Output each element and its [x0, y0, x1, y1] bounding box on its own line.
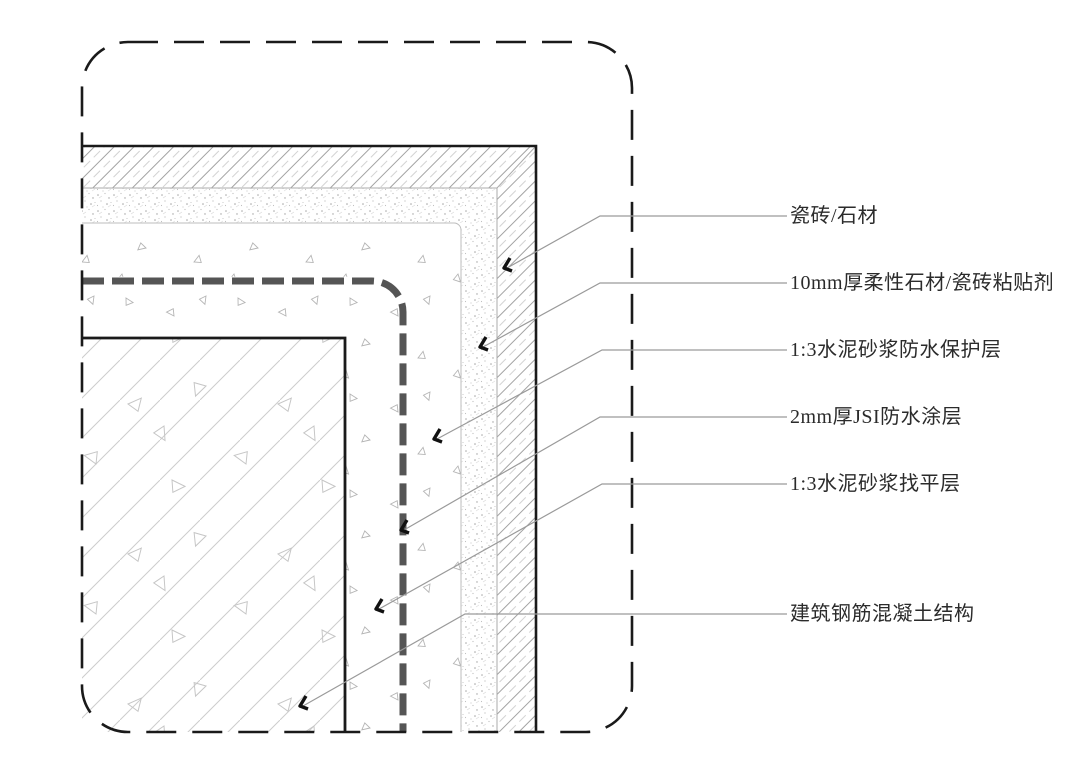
- leader-arrow-icon: [502, 257, 513, 273]
- leader-line-protection: [436, 349, 787, 440]
- leader-line-concrete: [302, 613, 787, 707]
- callout-label-adhesive: 10mm厚柔性石材/瓷砖粘贴剂: [790, 272, 1055, 294]
- mortar-layers-region: [82, 223, 461, 732]
- jsi-membrane-dashed-line: [82, 277, 407, 732]
- leader-line-tile: [506, 215, 787, 269]
- leader-line-jsi: [403, 416, 787, 531]
- leader-arrow-icon: [298, 695, 309, 711]
- adhesive-inner-boundary-line: [82, 222, 462, 732]
- leader-line-leveling: [378, 483, 787, 610]
- callout-label-concrete-structure: 建筑钢筋混凝土结构: [790, 603, 975, 625]
- cut-boundary-dashed-border: [80, 40, 634, 734]
- concrete-structure-texture: [82, 338, 345, 732]
- callout-label-jsi-coating: 2mm厚JSI防水涂层: [790, 406, 963, 428]
- leader-line-adhesive: [482, 282, 787, 348]
- callout-label-protection-layer: 1:3水泥砂浆防水保护层: [790, 339, 1002, 361]
- concrete-edge-line: [82, 336, 347, 732]
- tile-outer-edge-line: [82, 144, 538, 732]
- leader-arrow-icon: [374, 598, 385, 614]
- leader-arrow-icon: [432, 428, 443, 444]
- callout-label-leveling-layer: 1:3水泥砂浆找平层: [790, 473, 961, 495]
- tile-corner-miter-line: [496, 145, 537, 189]
- callout-label-tile-stone: 瓷砖/石材: [790, 205, 879, 227]
- leader-arrow-icon: [478, 336, 489, 352]
- leader-arrow-icon: [399, 519, 410, 535]
